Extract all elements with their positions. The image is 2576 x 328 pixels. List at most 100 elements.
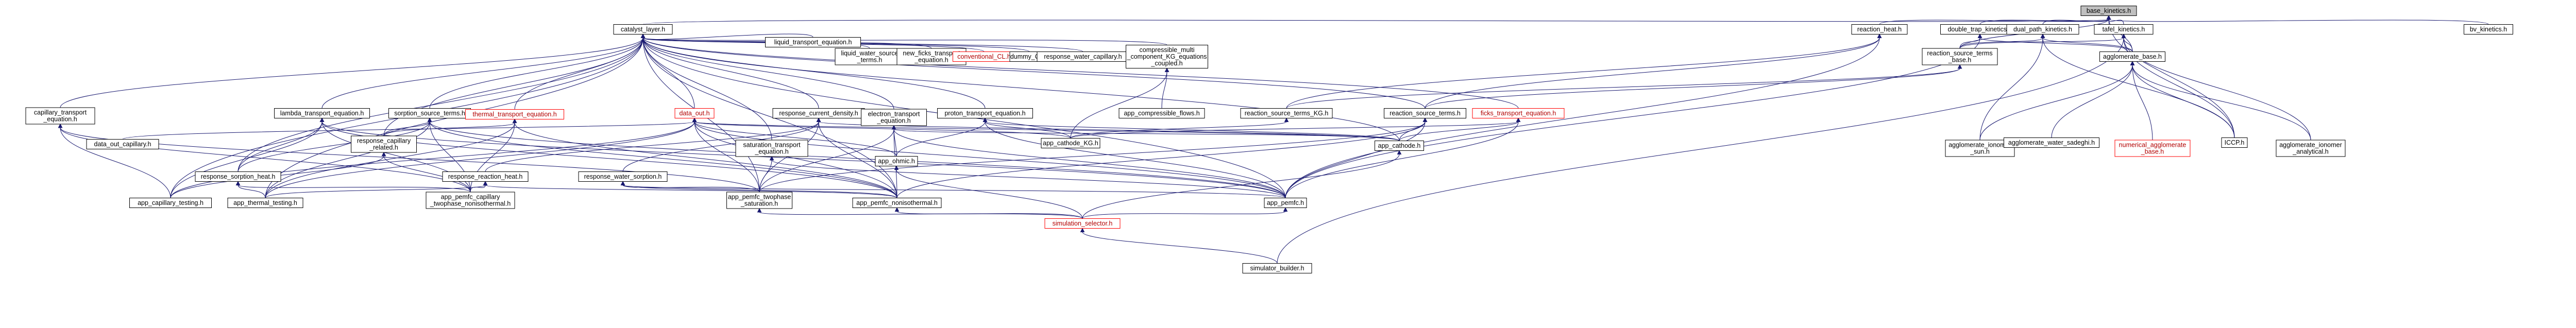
node-data-out-capillary[interactable]: data_out_capillary.h: [86, 139, 159, 149]
node-base[interactable]: base_kinetics.h: [2080, 6, 2137, 16]
node-conventional-cl[interactable]: conventional_CL.h: [953, 51, 1015, 62]
node-label: data_out_capillary.h: [94, 141, 151, 148]
node-app-compressible[interactable]: app_compressible_flows.h: [1118, 108, 1205, 118]
node-data-out[interactable]: data_out.h: [674, 108, 715, 118]
node-app-ohmic[interactable]: app_ohmic.h: [875, 156, 918, 166]
edge-agglomerate_base-to-agg_water_sadeghi: [2051, 61, 2135, 138]
node-agg-ionomer-analytical[interactable]: agglomerate_ionomer_analytical.h: [2276, 140, 2346, 157]
node-liquid-transport[interactable]: liquid_transport_equation.h: [765, 37, 861, 47]
node-lambda-transport[interactable]: lambda_transport_equation.h: [274, 108, 370, 118]
edge-line: [1161, 72, 1167, 109]
edge-catalyst-to-capillary_transport: [60, 33, 646, 108]
edge-line: [759, 160, 772, 193]
edge-arrowhead: [816, 117, 821, 122]
edge-reaction_source_base-to-reaction_source: [1425, 64, 1962, 109]
node-numerical-agg-base[interactable]: numerical_agglomerate_base.h: [2114, 140, 2191, 157]
node-iccp[interactable]: ICCP.h: [2221, 137, 2248, 148]
edge-line: [1286, 38, 1880, 109]
edge-line: [2132, 65, 2153, 141]
node-dual-path[interactable]: dual_path_kinetics.h: [2006, 24, 2079, 34]
edge-arrowhead: [235, 181, 241, 185]
node-box: [274, 108, 370, 118]
node-capillary-transport[interactable]: capillary_transport_equation.h: [25, 107, 95, 125]
node-label: electron_transport: [868, 111, 920, 118]
node-label: ficks_transport_equation.h: [1481, 110, 1556, 117]
node-ficks-transport[interactable]: ficks_transport_equation.h: [1472, 108, 1565, 118]
node-liquid-water-source[interactable]: liquid_water_source_terms.h: [835, 48, 905, 65]
node-response-sorption-heat[interactable]: response_sorption_heat.h: [195, 171, 281, 182]
node-response-water-sorption[interactable]: response_water_sorption.h: [578, 171, 668, 182]
edge-line: [1285, 38, 1980, 198]
node-compressible[interactable]: compressible_multi_component_KG_equation…: [1126, 45, 1208, 68]
edge-agglomerate_base-to-agg_ionomer_analytical: [2130, 61, 2311, 141]
node-agg-ionomer-sun[interactable]: agglomerate_ionomer_sun.h: [1945, 140, 2015, 157]
edge-compressible-to-app_compressible: [1161, 67, 1170, 109]
node-app-pemfc-capillary[interactable]: app_pemfc_capillary_twophase_nonisotherm…: [426, 192, 515, 209]
edge-arrowhead: [620, 181, 625, 185]
node-box: [129, 198, 212, 208]
node-electron-transport[interactable]: electron_transport_equation.h: [861, 109, 927, 126]
edge-line: [694, 122, 897, 198]
node-app-cathode-kg[interactable]: app_cathode_KG.h: [1041, 138, 1100, 148]
node-app-pemfc[interactable]: app_pemfc.h: [1264, 198, 1307, 208]
edge-line: [238, 38, 643, 172]
edge-line: [2132, 65, 2311, 141]
node-tafel[interactable]: tafel_kinetics.h: [2094, 24, 2154, 34]
node-catalyst[interactable]: catalyst_layer.h: [613, 24, 673, 34]
edge-capillary_transport-to-app_pemfc_twophase: [58, 123, 760, 193]
edge-line: [1979, 38, 2133, 52]
edge-line: [383, 122, 430, 136]
edge-electron_transport-to-app_pemfc: [891, 125, 1286, 198]
node-saturation-transport[interactable]: saturation_transport_equation.h: [735, 140, 808, 157]
node-label: response_water_capillary.h: [1044, 53, 1122, 60]
node-box: [2114, 140, 2191, 157]
edge-line: [1070, 122, 1287, 139]
edge-saturation_transport-to-app_pemfc: [769, 156, 1286, 198]
edge-proton_transport-to-app_pemfc: [982, 117, 1286, 198]
edge-app_pemfc-to-simulation_selector: [1082, 207, 1288, 219]
node-response-capillary-related[interactable]: response_capillary_related.h: [351, 135, 417, 153]
node-box: [1384, 108, 1466, 118]
node-reaction-heat[interactable]: reaction_heat.h: [1851, 24, 1908, 34]
node-response-water-cap[interactable]: response_water_capillary.h: [1037, 51, 1129, 62]
node-label: double_trap_kinetics.h: [1947, 26, 2012, 33]
node-simulator-builder[interactable]: simulator_builder.h: [1242, 263, 1312, 273]
node-app-pemfc-nonisothermal[interactable]: app_pemfc_nonisothermal.h: [852, 198, 942, 208]
node-box: [86, 139, 159, 149]
edge-line: [759, 122, 1426, 193]
edge-line: [238, 185, 471, 193]
edge-line: [896, 211, 1083, 219]
node-label: reaction_heat.h: [1857, 26, 1902, 33]
edge-line: [1879, 19, 2109, 25]
node-reaction-source-base[interactable]: reaction_source_terms_base.h: [1922, 48, 1998, 65]
node-reaction-source-kg[interactable]: reaction_source_terms_KG.h: [1240, 108, 1333, 118]
node-app-capillary-testing[interactable]: app_capillary_testing.h: [129, 198, 212, 208]
edge-proton_transport-to-app_cathode: [982, 117, 1400, 141]
edge-line: [642, 19, 2109, 25]
node-reaction-source[interactable]: reaction_source_terms.h: [1384, 108, 1466, 118]
node-agg-water-sadeghi[interactable]: agglomerate_water_sadeghi.h: [2004, 137, 2099, 148]
node-app-cathode[interactable]: app_cathode.h: [1375, 141, 1424, 151]
node-label: reaction_source_terms: [1927, 50, 1992, 57]
edge-reaction_source-to-app_pemfc_twophase: [759, 117, 1428, 193]
node-app-thermal-testing[interactable]: app_thermal_testing.h: [227, 198, 303, 208]
node-response-current[interactable]: response_current_density.h: [772, 108, 865, 118]
edge-arrowhead: [512, 118, 517, 123]
node-label: base_kinetics.h: [2087, 7, 2131, 14]
node-simulation-selector[interactable]: simulation_selector.h: [1044, 218, 1121, 229]
node-label: tafel_kinetics.h: [2103, 26, 2145, 33]
node-bv[interactable]: bv_kinetics.h: [2464, 24, 2513, 34]
node-sorption-source[interactable]: sorption_source_terms.h: [388, 108, 471, 118]
node-agglomerate-base[interactable]: agglomerate_base.h: [2099, 51, 2165, 62]
node-new-ficks[interactable]: new_ficks_transport_equation.h: [896, 48, 967, 65]
node-response-reaction-heat[interactable]: response_reaction_heat.h: [442, 171, 529, 182]
edge-double_trap-to-agglomerate_base: [1977, 33, 2133, 52]
edge-response_current-to-app_cathode: [816, 117, 1400, 141]
edge-line: [1959, 38, 2124, 49]
node-box: [674, 108, 715, 118]
node-app-pemfc-twophase[interactable]: app_pemfc_twophase_saturation.h: [726, 192, 792, 209]
edge-line: [1979, 19, 2109, 25]
node-proton-transport[interactable]: proton_transport_equation.h: [937, 108, 1033, 118]
node-thermal-transport[interactable]: thermal_transport_equation.h: [465, 109, 564, 119]
edge-ficks_transport-to-app_cathode_kg: [1070, 117, 1521, 139]
